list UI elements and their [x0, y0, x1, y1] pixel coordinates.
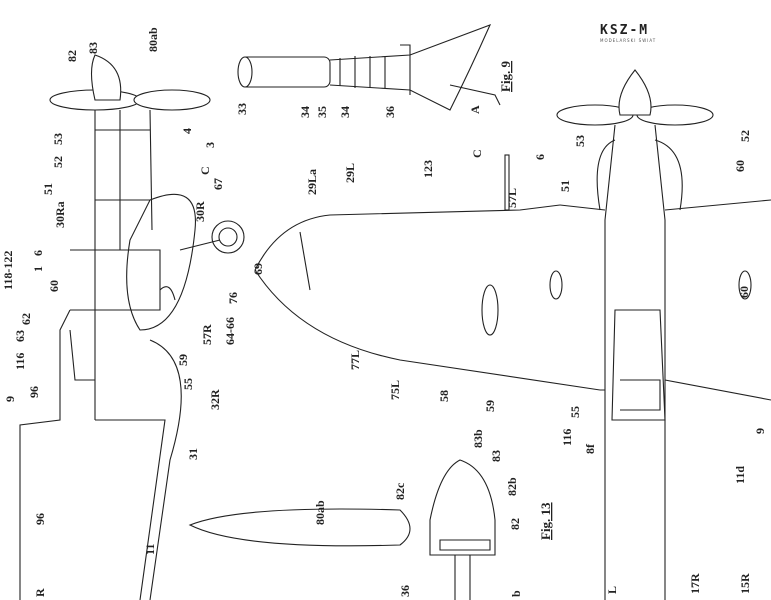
label: 9 [753, 428, 767, 434]
label: 11d [733, 466, 747, 484]
label: 59 [483, 400, 497, 412]
label: 6 [31, 250, 45, 256]
label: 34 [338, 106, 352, 118]
label: 96 [27, 386, 41, 398]
label: 59 [176, 354, 190, 366]
label: 34 [298, 106, 312, 118]
label: 83b [471, 429, 485, 448]
label: 116 [560, 429, 574, 446]
label: 36 [383, 106, 397, 118]
label: 75L [388, 380, 402, 400]
label: 96 [33, 513, 47, 525]
label: 3 [203, 142, 217, 148]
logo-title: KSZ-M [600, 23, 649, 38]
label: 35 [315, 106, 329, 118]
fig13-caption: Fig. 13 [538, 502, 553, 540]
label: 82 [65, 50, 79, 62]
top-view-fuselage [556, 69, 771, 600]
label: 31 [186, 448, 200, 460]
label: 17R [688, 573, 702, 594]
fig13-drawing [188, 459, 496, 600]
label: L [605, 586, 619, 594]
label: A [468, 105, 482, 114]
label: 1 [31, 266, 45, 272]
fig9-caption: Fig. 9 [498, 60, 513, 92]
side-view-fuselage [19, 54, 245, 600]
label: 80ab [313, 500, 327, 525]
label: b [509, 590, 523, 597]
label: 52 [51, 156, 65, 168]
label: 83 [489, 450, 503, 462]
label: 80ab [146, 27, 160, 52]
logo-subtitle: MODELARSKI ŚWIAT [600, 38, 656, 43]
fig9-labels: 33 34 35 34 36 A Fig. 9 [235, 60, 513, 118]
label: 69 [251, 263, 265, 275]
label: 32R [208, 389, 222, 410]
wing-drawing [254, 154, 601, 391]
label: 60 [733, 160, 747, 172]
label: C [470, 149, 484, 158]
label: 63 [13, 330, 27, 342]
label: 29La [305, 169, 319, 195]
label: 30Ra [53, 201, 67, 228]
fig9-drawing [237, 24, 501, 111]
label: 8f [583, 443, 597, 454]
label: 82b [505, 477, 519, 496]
logo: KSZ-M MODELARSKI ŚWIAT [600, 23, 656, 43]
label: 6 [533, 154, 547, 160]
label: 15R [738, 573, 752, 594]
label: 77L [348, 350, 362, 370]
label: 53 [573, 135, 587, 147]
label: 55 [181, 378, 195, 390]
label: 51 [558, 180, 572, 192]
label: 60 [737, 286, 751, 298]
label: 4 [180, 128, 194, 134]
label: 36 [398, 585, 412, 597]
label: 55 [568, 406, 582, 418]
label: 67 [211, 178, 225, 190]
label: 58 [437, 390, 451, 402]
label: 83 [86, 42, 100, 54]
wing-labels: 29La 29L 123 C 57L 77L 75L 58 59 [305, 149, 519, 412]
label: 123 [421, 160, 435, 178]
label: 116 [13, 353, 27, 370]
label: 82c [393, 482, 407, 500]
label: 57L [505, 188, 519, 208]
fig13-labels: 80ab 82c 83b 83 82b 82 36 b Fig. 13 [313, 429, 553, 597]
label: R [33, 588, 47, 597]
label: 60 [47, 280, 61, 292]
label: 118-122 [1, 251, 15, 290]
top-labels: 53 6 51 60 52 55 116 8f 9 11d 17R 15R L … [533, 130, 767, 594]
label: 62 [19, 313, 33, 325]
label: 11 [143, 544, 157, 555]
label: 64-66 [223, 317, 237, 345]
label: 52 [738, 130, 752, 142]
label: 29L [343, 163, 357, 183]
label: 57R [200, 324, 214, 345]
label: 30R [193, 201, 207, 222]
label: 76 [226, 292, 240, 304]
label: 53 [51, 133, 65, 145]
label: 51 [41, 183, 55, 195]
label: C [198, 166, 212, 175]
side-labels: 82 83 80ab 53 52 51 30Ra 118-122 6 1 60 … [1, 27, 265, 597]
label: 82 [508, 518, 522, 530]
label: 33 [235, 103, 249, 115]
label: 9 [3, 396, 17, 402]
